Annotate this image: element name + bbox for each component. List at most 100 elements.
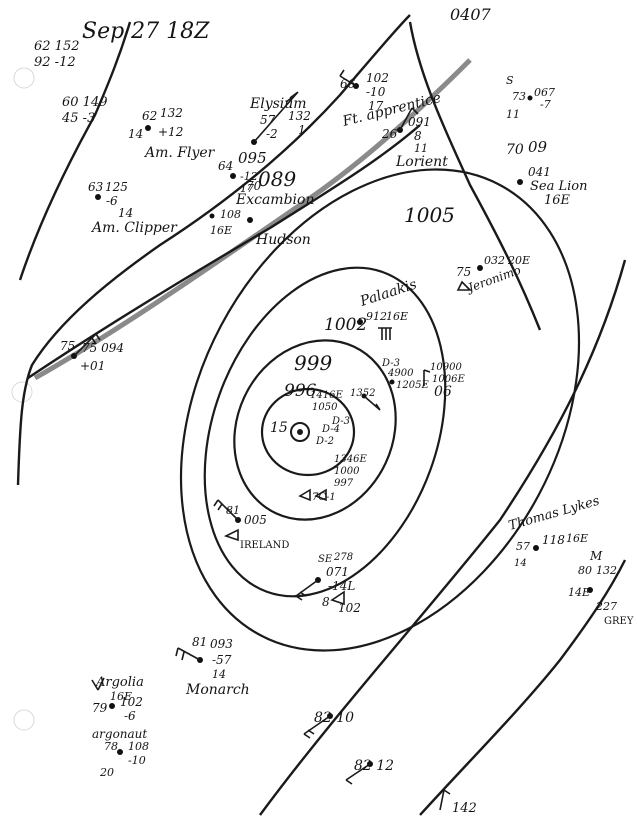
sw-obs-b: +01: [80, 359, 105, 373]
grey-tendency: 227: [595, 600, 617, 613]
excambion-extra: 17: [240, 182, 254, 195]
isobar-999: [233, 339, 397, 521]
svg-text:4900: 4900: [387, 368, 414, 379]
monarch-name: Monarch: [185, 682, 250, 698]
station-bottom-a: 82 10: [303, 710, 354, 739]
east-trough-line: [408, 21, 542, 331]
west-trough-line: [16, 14, 411, 486]
svg-text:73: 73: [512, 90, 526, 103]
sw-obs: 75 094: [82, 341, 124, 355]
lorient-extra: 11: [414, 142, 428, 155]
cold-front-line-2: [27, 124, 421, 379]
grey-extra: 14E: [568, 586, 590, 599]
isobar-label-999: 999: [294, 351, 332, 375]
station-ireland: 81 005 IRELAND: [213, 499, 289, 551]
am-flyer-name: Am. Flyer: [143, 145, 216, 161]
argolia-tendency: -6: [124, 709, 136, 723]
lorient-temp: 26: [381, 127, 398, 141]
sea-lion-pressure: 041: [528, 165, 551, 179]
thomas-lykes-temp: 57: [516, 540, 530, 553]
station-grey: M 80 132 14E 227 GREY: [568, 549, 634, 627]
jeronimo-pressure: 032: [484, 254, 505, 267]
map-date: Sep 27 18Z: [82, 19, 210, 44]
center-obs-a: 1416E: [310, 390, 343, 401]
station-south: SE 278 071 -14L 8 102: [295, 552, 361, 615]
isobar-996: [260, 387, 356, 477]
svg-text:D-4: D-4: [321, 424, 340, 435]
argolia-extra: 16E: [110, 690, 132, 703]
nw-obs-d: 45 -3: [61, 111, 95, 126]
thomas-lykes-pressure: 118: [542, 533, 565, 547]
hudson-pressure: 089: [258, 167, 296, 191]
sea-lion-name: Sea Lion: [530, 179, 587, 194]
lorient-pressure: 091: [408, 115, 431, 129]
station-am-flyer: 62 132 14 +12 Am. Flyer: [128, 106, 216, 161]
storm-center-symbol: [290, 422, 310, 442]
ft-apprentice-pressure: 102: [366, 71, 389, 85]
ft-apprentice-tendency: -10: [366, 85, 386, 99]
station-argolia: Argolia 16E 79 102 -6: [91, 675, 144, 723]
station-east: D-3 4900 1205E 10900 1006E 06: [381, 358, 465, 400]
station-hudson: 70 089 108 16E Hudson: [209, 167, 311, 248]
binder-hole-bottom: [13, 709, 35, 731]
nw-obs-c: 60 149: [62, 95, 108, 110]
argonaut-temp: 78: [104, 740, 118, 753]
elysium-tendency: -2: [266, 127, 278, 141]
bottom-b: 82 12: [354, 758, 394, 774]
south-obs-a: 071: [326, 565, 349, 579]
station-bottom-c: 142: [439, 789, 477, 816]
svg-text:278: 278: [333, 552, 353, 563]
isobar-label-1002: 1002: [324, 315, 367, 335]
binder-hole-top: [13, 67, 35, 89]
jeronimo-name: Jeronimo: [463, 263, 522, 296]
thomas-lykes-name: Thomas Lykes: [507, 493, 602, 533]
argolia-name: Argolia: [95, 675, 144, 690]
ft-apprentice-extra: 17: [368, 99, 384, 113]
jeronimo-tendency: 20E: [507, 254, 530, 267]
grey-temp: 80: [578, 564, 592, 577]
nw-obs-a: 62 152: [34, 39, 80, 54]
sea-lion-extra: 09: [528, 138, 548, 156]
hudson-extra: 108: [220, 208, 241, 221]
excambion-name: Excambion: [235, 192, 314, 208]
sea-lion-tendency: 16E: [544, 193, 571, 208]
se-line-1: [259, 259, 627, 816]
argonaut-extra: 20: [99, 766, 114, 779]
center-obs: 1416E 1050 D-3 D-2 D-4 1346E 1000 997 15…: [270, 388, 381, 489]
elysium-pressure: 132: [288, 109, 311, 123]
argolia-temp: 79: [92, 701, 108, 715]
jeronimo-temp: 75: [456, 265, 471, 279]
monarch-temp: 81: [192, 635, 207, 649]
svg-text:11: 11: [506, 108, 520, 121]
argonaut-tendency: -10: [128, 754, 146, 767]
svg-text:067: 067: [534, 86, 555, 99]
svg-text:D-3: D-3: [381, 358, 400, 369]
hudson-name: Hudson: [255, 232, 311, 248]
storm-center-dot: [297, 429, 303, 435]
ireland-temp: 81: [226, 504, 240, 517]
elysium-name: Elysium: [249, 96, 307, 112]
se-line-2: [419, 559, 627, 816]
am-flyer-tendency: +12: [158, 125, 183, 139]
svg-text:7C-1: 7C-1: [312, 492, 336, 503]
binder-hole-middle: [11, 381, 33, 403]
thomas-lykes-extra: 14: [514, 558, 527, 569]
elysium-extra: 1: [298, 123, 306, 137]
west-curve: [18, 21, 132, 281]
svg-text:1205E: 1205E: [396, 380, 429, 391]
ireland-name: IRELAND: [240, 540, 289, 551]
am-flyer-temp: 62: [142, 109, 157, 123]
bottom-a: 82 10: [314, 710, 354, 726]
elysium-temp: 57: [260, 113, 276, 127]
argonaut-name: argonaut: [92, 727, 147, 741]
svg-text:8: 8: [322, 595, 330, 609]
center-obs-e: 997: [334, 478, 354, 489]
am-flyer-pressure: 132: [160, 106, 183, 120]
svg-text:1352: 1352: [350, 388, 375, 399]
station-lorient: 26 091 8 11 Lorient: [381, 107, 448, 170]
isobar-1002: [203, 266, 447, 598]
east-obs-b: 06: [434, 384, 452, 400]
grey-pressure: 132: [596, 564, 617, 577]
south-obs-b: -14L: [328, 579, 355, 593]
